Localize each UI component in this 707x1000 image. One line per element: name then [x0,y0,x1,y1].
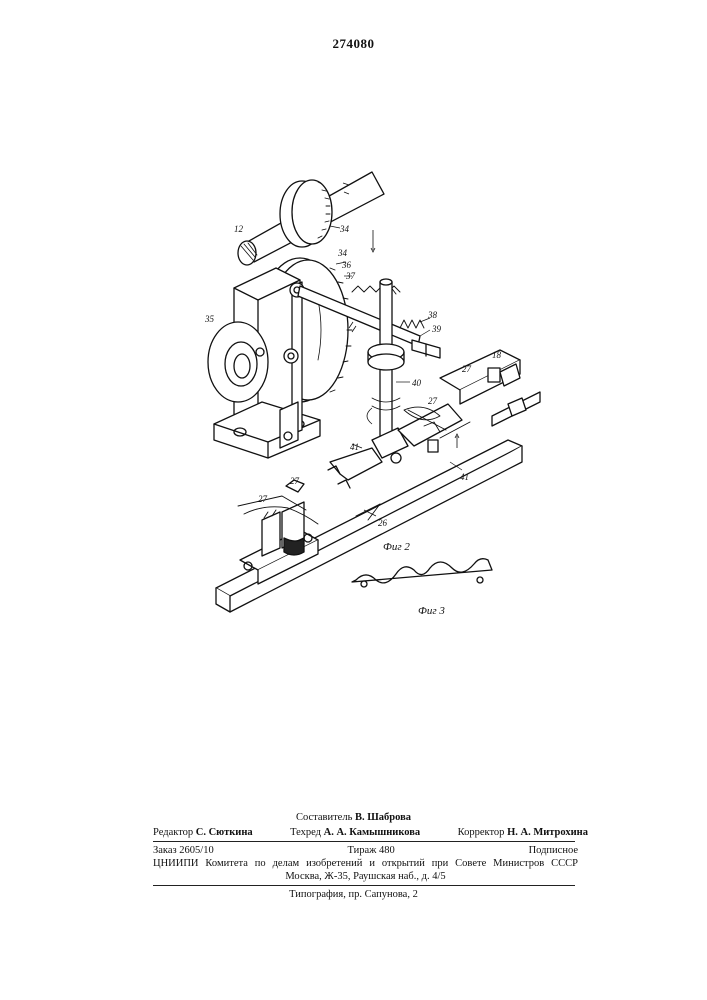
label-41-left: 41 [350,442,359,452]
label-27-left-a: 27 [258,494,268,504]
techred-label: Техред [290,827,321,838]
label-40: 40 [412,378,422,388]
order-number: Заказ 2605/10 [153,844,214,857]
address: Москва, Ж-35, Раушская наб., д. 4/5 [153,870,578,883]
compiler-label: Составитель [296,812,352,823]
divider-bottom [153,885,575,886]
corrector-label: Корректор [458,827,505,838]
circulation: Тираж 480 [347,844,394,857]
label-18: 18 [492,350,502,360]
corrector-name: Н. А. Митрохина [507,827,588,838]
techred-name: А. А. Камышникова [324,827,421,838]
label-37: 37 [345,271,356,281]
order-line: Заказ 2605/10 Тираж 480 Подписное [153,844,578,857]
label-35: 35 [204,314,215,324]
label-34-disc: 34 [337,248,348,258]
credits-line: Редактор С. Сюткина Техред А. А. Камышни… [153,826,588,839]
label-34-upper: 34 [339,224,350,234]
divider-top [153,841,575,842]
subscription: Подписное [529,844,578,857]
label-41-right: 41 [460,472,469,482]
editor-credit: Редактор С. Сюткина [153,826,253,839]
compiler-line: Составитель В. Шаброва [0,811,707,824]
label-26: 26 [378,518,388,528]
fig2-caption: Фиг 2 [383,541,410,553]
corrector-credit: Корректор Н. А. Митрохина [458,826,588,839]
techred-credit: Техред А. А. Камышникова [290,826,420,839]
label-39: 39 [431,324,442,334]
label-27-left-b: 27 [290,476,300,486]
printer-line: Типография, пр. Сапунова, 2 [0,888,707,901]
upper-gear [280,180,332,247]
label-36: 36 [341,260,352,270]
left-clamp [238,480,318,584]
technical-drawing: 12 34 34 36 37 35 38 39 40 18 27 27 27 2… [0,0,707,720]
editor-name: С. Сюткина [196,827,253,838]
editor-label: Редактор [153,827,193,838]
vertical-shaft [368,279,404,440]
compiler-name: В. Шаброва [355,812,411,823]
label-27-right-a: 27 [462,364,472,374]
label-38: 38 [427,310,438,320]
label-27-right-b: 27 [428,396,438,406]
fig3-profile [352,559,492,587]
organization: ЦНИИПИ Комитета по делам изобретений и о… [153,857,578,870]
fig3-caption: Фиг 3 [418,605,445,617]
label-12: 12 [234,224,244,234]
